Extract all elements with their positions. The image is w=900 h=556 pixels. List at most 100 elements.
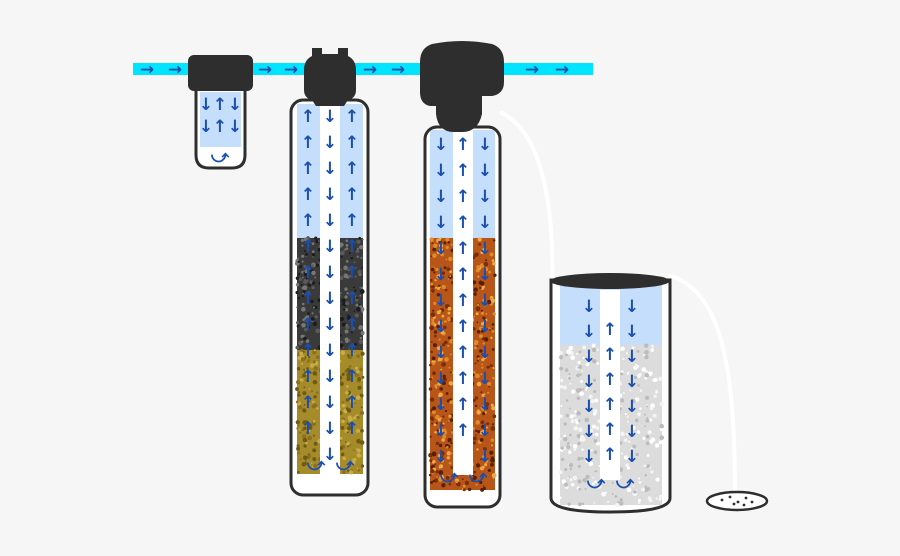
media-grain: [346, 422, 349, 425]
media-grain: [303, 368, 306, 371]
media-grain: [644, 370, 648, 374]
media-grain: [581, 502, 585, 506]
media-grain: [630, 450, 633, 453]
media-grain: [315, 355, 320, 360]
media-grain: [474, 396, 479, 400]
brine-line-tube: [499, 110, 555, 291]
arrow-up-icon: ↑: [456, 187, 470, 207]
media-grain: [567, 502, 571, 506]
media-grain: [360, 286, 364, 290]
media-grain: [631, 398, 636, 404]
media-grain: [348, 364, 352, 368]
media-grain: [359, 289, 365, 294]
arrow-up-icon: ↑: [603, 320, 617, 340]
media-grain: [303, 404, 306, 406]
media-grain: [482, 321, 486, 324]
media-grain: [658, 494, 663, 499]
media-grain: [448, 416, 451, 419]
media-grain: [437, 433, 440, 436]
media-grain: [433, 271, 436, 274]
media-grain: [482, 342, 485, 345]
media-grain: [433, 423, 437, 427]
media-grain: [639, 389, 643, 392]
media-grain: [310, 280, 313, 283]
media-grain: [442, 422, 445, 425]
media-grain: [590, 449, 593, 452]
media-grain: [439, 464, 444, 469]
media-grain: [436, 324, 441, 329]
arrow-up-icon: ↑: [456, 161, 470, 181]
media-grain: [586, 353, 589, 356]
media-grain: [631, 425, 636, 431]
drain-hole: [720, 498, 724, 502]
arrow-up-icon: ↑: [345, 237, 359, 257]
drain-hole: [736, 500, 740, 504]
media-grain: [346, 372, 352, 378]
media-grain: [312, 360, 316, 364]
arrow-up-icon: ↑: [456, 421, 470, 441]
media-grain: [433, 334, 437, 338]
media-grain: [645, 418, 650, 423]
media-grain: [611, 493, 614, 496]
media-grain: [489, 450, 494, 455]
media-grain: [450, 466, 454, 469]
media-grain: [356, 429, 361, 434]
media-grain: [637, 501, 641, 505]
media-grain: [347, 463, 350, 465]
media-grain: [297, 424, 300, 427]
media-grain: [346, 408, 352, 413]
media-grain: [598, 464, 601, 467]
media-grain: [340, 452, 345, 457]
media-grain: [561, 479, 567, 484]
media-grain: [577, 367, 579, 369]
arrow-down-icon: ↓: [434, 291, 448, 311]
media-grain: [312, 420, 316, 423]
media-grain: [579, 373, 582, 376]
media-grain: [357, 385, 362, 390]
arrow-up-icon: ↑: [213, 95, 227, 115]
brine-tank-icon: [549, 273, 672, 514]
media-grain: [357, 376, 362, 382]
media-grain: [568, 450, 572, 455]
media-grain: [430, 267, 435, 272]
media-grain: [312, 306, 315, 309]
media-grain: [484, 463, 488, 467]
media-grain: [360, 351, 365, 356]
arrow-down-icon: ↓: [582, 397, 596, 417]
media-grain: [429, 325, 434, 331]
media-grain: [313, 395, 317, 399]
media-grain: [304, 378, 309, 382]
media-grain: [439, 286, 441, 289]
media-grain: [475, 312, 479, 316]
media-grain: [449, 275, 452, 277]
media-grain: [431, 356, 436, 361]
media-grain: [305, 339, 310, 343]
media-grain: [343, 272, 346, 275]
brine-tube: [600, 290, 620, 480]
media-grain: [340, 250, 345, 256]
media-grain: [441, 314, 445, 318]
media-grain: [313, 434, 316, 437]
arrow-down-icon: ↓: [434, 135, 448, 155]
media-grain: [491, 444, 493, 447]
media-grain: [311, 400, 315, 404]
media-grain: [480, 311, 485, 315]
media-grain: [481, 429, 485, 433]
arrow-up-icon: ↑: [603, 420, 617, 440]
media-grain: [442, 430, 448, 435]
media-grain: [441, 362, 446, 367]
media-grain: [573, 448, 577, 451]
media-grain: [490, 298, 495, 304]
media-grain: [311, 253, 316, 257]
media-grain: [481, 366, 484, 369]
media-grain: [448, 482, 452, 486]
media-grain: [300, 283, 303, 286]
media-grain: [354, 275, 357, 278]
media-grain: [654, 443, 660, 448]
tank-head: [304, 48, 356, 106]
media-grain: [594, 398, 599, 403]
media-grain: [480, 373, 483, 376]
media-grain: [339, 316, 345, 322]
media-grain: [475, 420, 480, 425]
media-grain: [576, 352, 578, 355]
